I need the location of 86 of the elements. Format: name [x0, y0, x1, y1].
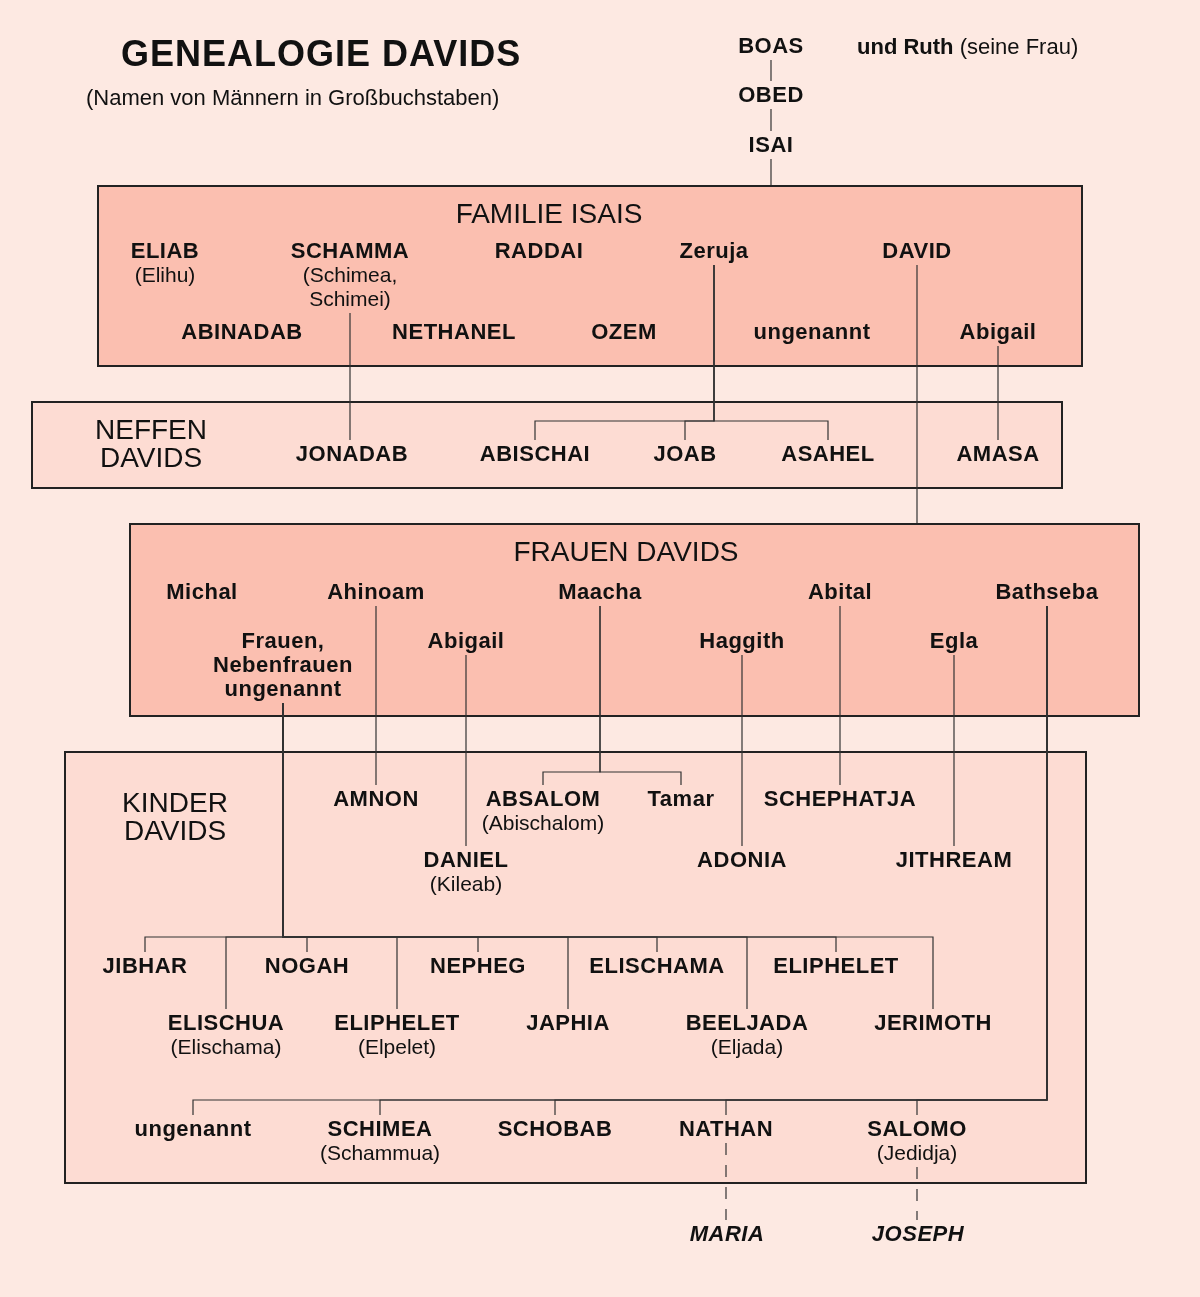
person-name: SALOMO [867, 1117, 967, 1141]
connector-line [465, 654, 467, 847]
alternate-name: (Elischama) [169, 1035, 283, 1059]
person-name: ELIPHELET [334, 1011, 460, 1035]
person-name: RADDAI [494, 239, 584, 263]
person-name: ELIAB [130, 239, 200, 263]
person-name: Frauen, Nebenfrauen ungenannt [212, 629, 354, 701]
group-box [97, 185, 1083, 367]
person-name: ungenannt [134, 1117, 252, 1141]
person-name: SCHIMEA [326, 1117, 434, 1141]
person-name: SCHEPHATJA [763, 787, 917, 811]
diagram-title: GENEALOGIE DAVIDS [121, 33, 522, 75]
person-name: JOAB [653, 442, 717, 466]
person-name: BOAS [738, 34, 804, 58]
person-name: NEPHEG [430, 954, 526, 978]
person-name: AMNON [333, 787, 419, 811]
person-name: JERIMOTH [874, 1011, 992, 1035]
person-name: ELISCHUA [167, 1011, 285, 1035]
person-name: NOGAH [264, 954, 350, 978]
connector-line [916, 264, 918, 524]
person-name: ELIPHELET [773, 954, 899, 978]
person-name: JITHREAM [895, 848, 1013, 872]
connector-line [916, 1166, 918, 1221]
alternate-name: (Eljada) [709, 1035, 785, 1059]
group-box [31, 401, 1063, 489]
connector-line [997, 345, 999, 441]
connector-line [770, 108, 772, 132]
group-box [64, 751, 1087, 1184]
person-name: Tamar [647, 787, 715, 811]
person-name: BEELJADA [685, 1011, 809, 1035]
group-box [129, 523, 1140, 717]
person-name: OZEM [591, 320, 657, 344]
person-name: ASAHEL [781, 442, 875, 466]
person-name: ADONIA [697, 848, 787, 872]
person-name: ABSALOM [484, 787, 602, 811]
person-name: Michal [166, 580, 238, 604]
alternate-name: (Abischalom) [481, 811, 605, 835]
alternate-name: (Jedidja) [875, 1141, 959, 1165]
person-name: ungenannt [753, 320, 871, 344]
alternate-name: (Elihu) [133, 263, 197, 287]
alternate-name: (Schimea, Schimei) [301, 263, 399, 311]
person-name: Ahinoam [327, 580, 425, 604]
person-name: JONADAB [295, 442, 409, 466]
connector-line [725, 1142, 727, 1221]
person-name: Egla [929, 629, 979, 653]
alternate-name: (Kileab) [428, 872, 504, 896]
group-heading: FRAUEN DAVIDS [513, 538, 739, 566]
person-name: JAPHIA [526, 1011, 610, 1035]
person-name: Haggith [699, 629, 785, 653]
person-name: ISAI [748, 133, 794, 157]
connector-line [953, 654, 955, 847]
person-name: OBED [738, 83, 804, 107]
person-name: SCHOBAB [497, 1117, 613, 1141]
person-name: MARIA [689, 1222, 765, 1246]
alternate-name: (Schammua) [319, 1141, 441, 1165]
group-heading: KINDER DAVIDS [121, 789, 229, 845]
alternate-name: (Elpelet) [356, 1035, 438, 1059]
person-name: ELISCHAMA [589, 954, 725, 978]
person-name: SCHAMMA [289, 239, 411, 263]
person-name: DANIEL [423, 848, 509, 872]
group-heading: FAMILIE ISAIS [455, 200, 643, 228]
person-name: Abital [807, 580, 873, 604]
connector-line [375, 605, 377, 786]
connector-line [839, 605, 841, 786]
connector-line [713, 264, 829, 441]
person-name: ABINADAB [181, 320, 303, 344]
connector-line [741, 654, 743, 847]
person-name: Abigail [427, 629, 505, 653]
person-name: Zeruja [679, 239, 749, 263]
person-name: Abigail [959, 320, 1037, 344]
connector-line [349, 312, 351, 441]
person-name: Bathseba [995, 580, 1099, 604]
person-name: Maacha [558, 580, 642, 604]
person-name: AMASA [956, 442, 1040, 466]
person-name: ABISCHAI [479, 442, 591, 466]
connector-line [599, 605, 682, 786]
connector-line [770, 158, 772, 186]
group-heading: NEFFEN DAVIDS [94, 416, 208, 472]
note-text: und Ruth (seine Frau) [857, 34, 1079, 60]
diagram-caption: (Namen von Männern in Großbuchstaben) [86, 85, 500, 111]
person-name: NETHANEL [392, 320, 516, 344]
person-name: DAVID [882, 239, 952, 263]
connector-line [770, 59, 772, 82]
person-name: NATHAN [678, 1117, 774, 1141]
person-name: JIBHAR [102, 954, 188, 978]
person-name: JOSEPH [871, 1222, 965, 1246]
